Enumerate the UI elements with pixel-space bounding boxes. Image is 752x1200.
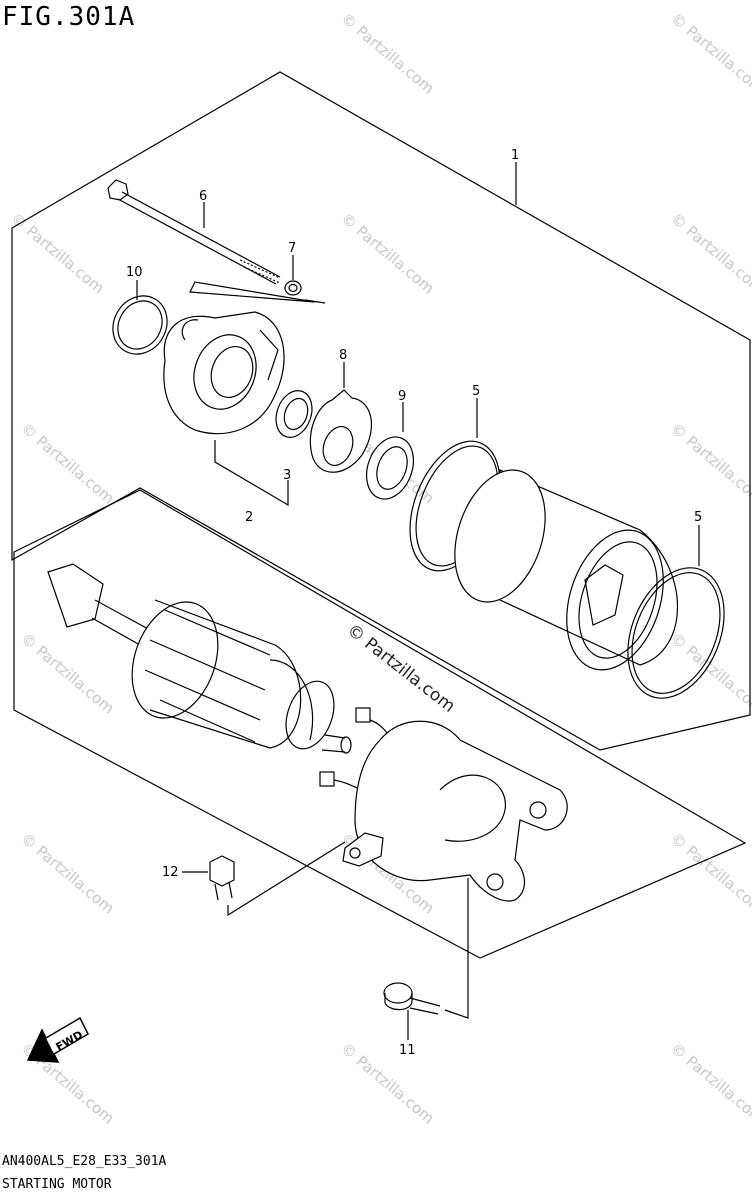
- callout-12: 12: [162, 865, 179, 880]
- end-cover-2: [163, 281, 316, 435]
- lower-outline: [13, 489, 747, 959]
- armature: [47, 563, 352, 754]
- leader-11b: [444, 878, 469, 1019]
- watermark: © Partzilla.com: [337, 9, 437, 97]
- callout-10: 10: [126, 265, 143, 280]
- watermark: © Partzilla.com: [667, 419, 752, 507]
- watermark: © Partzilla.com: [667, 9, 752, 97]
- figure-name: STARTING MOTOR: [2, 1177, 112, 1192]
- leader-12b: [227, 841, 346, 917]
- watermark: © Partzilla.com: [667, 209, 752, 297]
- oil-seal-3: [275, 390, 313, 438]
- o-ring-5-rear: [627, 567, 725, 699]
- leader-7b: [304, 299, 326, 304]
- callout-7: 7: [288, 241, 296, 256]
- watermark: © Partzilla.com: [667, 1039, 752, 1127]
- callout-11: 11: [399, 1043, 416, 1058]
- callout-6: 6: [199, 189, 207, 204]
- callout-5a: 5: [472, 384, 480, 399]
- leader-2-3: [214, 440, 289, 507]
- callout-3: 3: [283, 468, 291, 483]
- callout-9: 9: [398, 389, 406, 404]
- washer-7: [284, 280, 302, 296]
- watermark: © Partzilla.com: [337, 1039, 437, 1127]
- watermark: © Partzilla.com: [667, 629, 752, 717]
- lock-plate-8: [309, 389, 373, 473]
- callout-8: 8: [339, 348, 347, 363]
- line-art: [11, 71, 751, 1040]
- watermark: © Partzilla.com: [17, 629, 117, 717]
- watermark: © Partzilla.com: [17, 419, 117, 507]
- figure-code: AN400AL5_E28_E33_301A: [2, 1154, 167, 1169]
- watermark: © Partzilla.com: [17, 829, 117, 917]
- brush-holder: [319, 707, 568, 902]
- watermark: © Partzilla.com: [667, 829, 752, 917]
- yoke-housing: [454, 469, 678, 671]
- figure-title: FIG.301A: [2, 2, 136, 32]
- fwd-arrow: FWD: [26, 1016, 89, 1063]
- callout-labels: 1 2 3 5 5 6 7 8 9 10 11 12: [126, 148, 702, 1058]
- bolt-11: [383, 982, 441, 1015]
- through-bolt: [107, 179, 281, 285]
- callout-1: 1: [511, 148, 519, 163]
- assembly-outline: [11, 71, 751, 751]
- watermark: © Partzilla.com: [337, 209, 437, 297]
- screw-12: [209, 855, 235, 901]
- o-ring-10: [112, 295, 168, 355]
- callout-2: 2: [245, 510, 253, 525]
- center-watermark: © Partzilla.com: [343, 620, 459, 717]
- callout-5b: 5: [694, 510, 702, 525]
